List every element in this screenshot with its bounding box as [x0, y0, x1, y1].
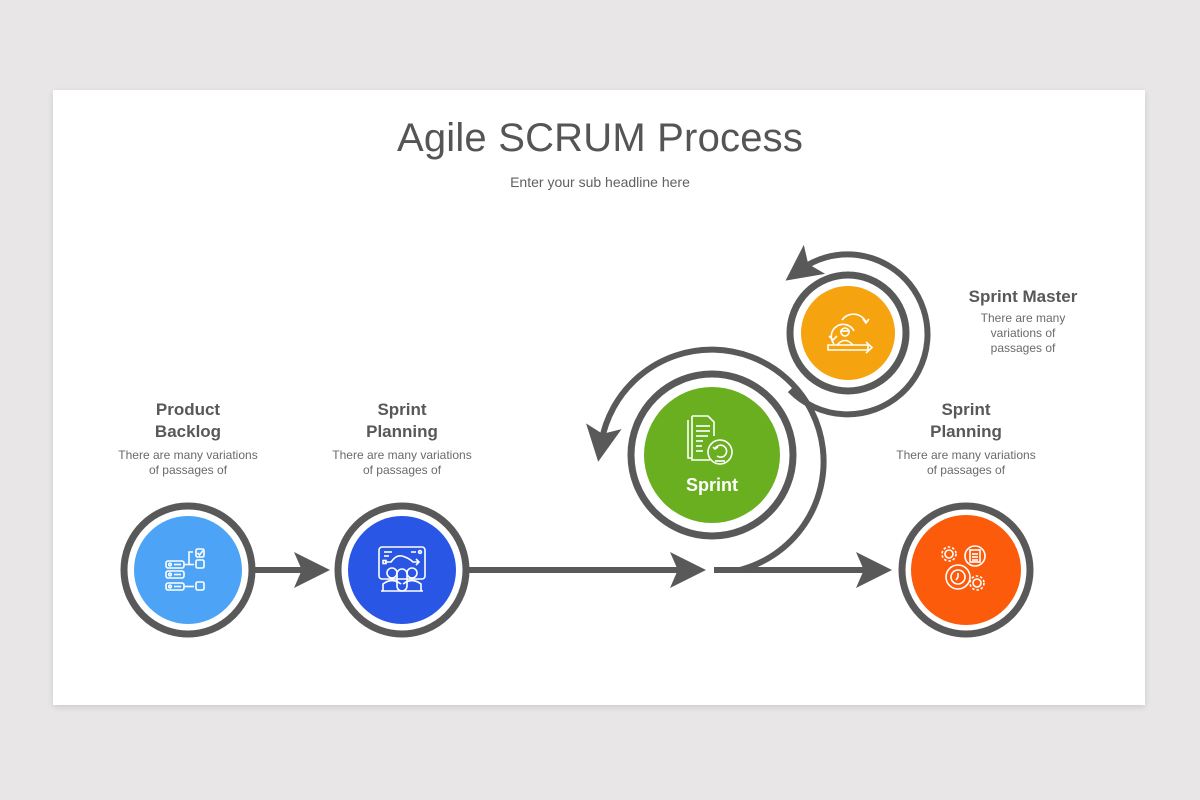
- slide-title: Agile SCRUM Process: [396, 116, 804, 160]
- slide-subtitle: Enter your sub headline here: [510, 174, 690, 190]
- node-ring: [898, 502, 1034, 638]
- person-cycle-icon: [827, 313, 874, 354]
- node-sprint-planning-2[interactable]: [898, 502, 1034, 638]
- sprint-cycle-arc: [586, 346, 827, 573]
- node-fill: [644, 387, 780, 523]
- backlog-checklist-icon: [165, 548, 205, 591]
- step-title: Sprint Master: [968, 287, 1078, 306]
- node-fill: [134, 516, 242, 624]
- node-sprint[interactable]: [627, 370, 797, 540]
- node-fill: [348, 516, 456, 624]
- node-fill: [911, 515, 1021, 625]
- node-fill: [801, 286, 895, 380]
- node-sprint-planning-1[interactable]: [334, 502, 470, 638]
- node-ring: [334, 502, 470, 638]
- node-ring: [627, 370, 797, 540]
- node-sprint-master[interactable]: [786, 271, 910, 395]
- node-ring: [120, 502, 256, 638]
- gears-clock-document-icon: [941, 545, 986, 591]
- team-planning-board-icon: [378, 546, 426, 592]
- sprint-label: Sprint: [686, 475, 738, 495]
- node-ring: [786, 271, 910, 395]
- sprint-master-cycle-arc: [785, 244, 931, 418]
- connectors: [254, 244, 931, 588]
- node-product-backlog[interactable]: [120, 502, 256, 638]
- documents-cycle-icon: [687, 415, 733, 465]
